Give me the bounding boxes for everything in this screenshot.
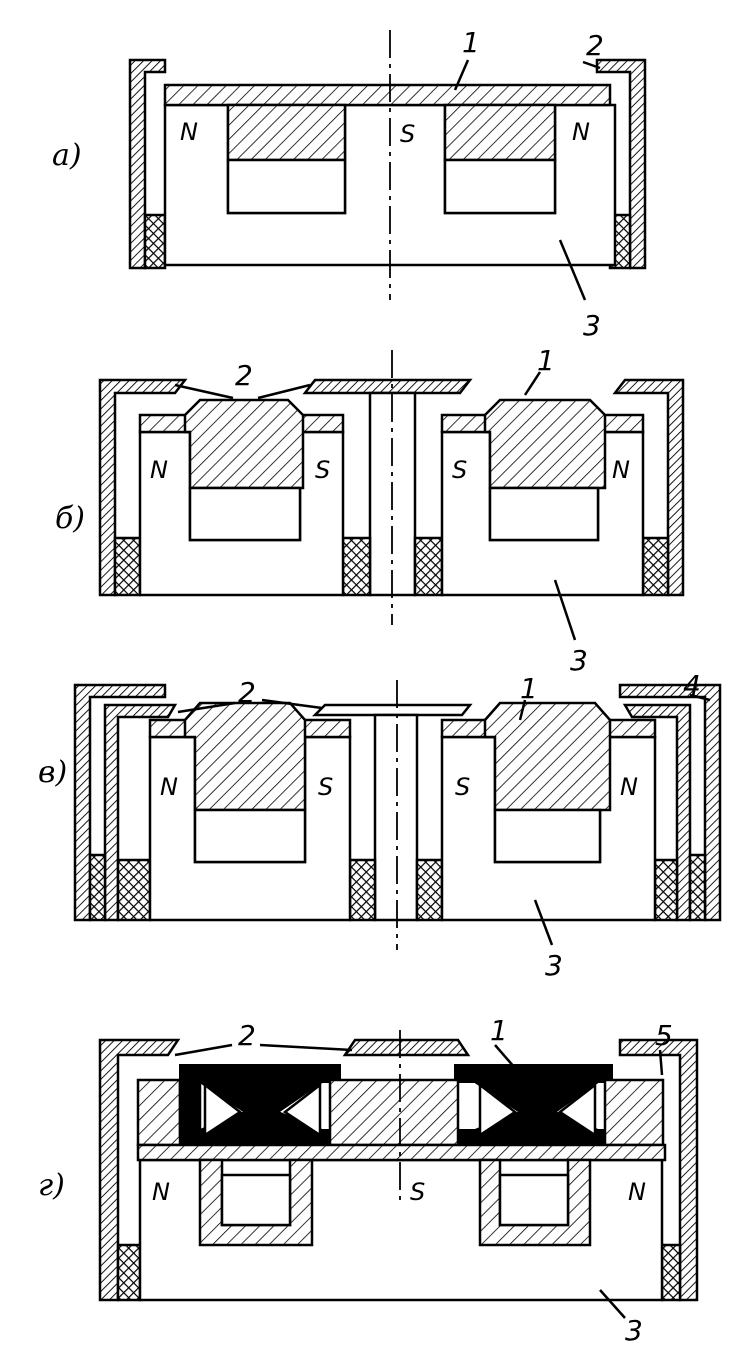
- housing-left: [128, 58, 167, 270]
- panel-b: б) 2 1 3 N S S N: [55, 344, 685, 677]
- diaphragm-cap: [302, 378, 473, 395]
- pole-s: S: [452, 456, 467, 484]
- coil-left: [143, 213, 167, 270]
- panel-a: а) 1 2 3 N S N: [52, 26, 647, 342]
- housing-left: [98, 378, 188, 597]
- pole-n: N: [572, 118, 590, 146]
- center-tube: [373, 713, 419, 922]
- callout-1: 1: [537, 344, 555, 377]
- top-plate: [163, 83, 612, 107]
- callout-3: 3: [625, 1314, 643, 1347]
- diaphragm-cap: [342, 1038, 471, 1057]
- callout-2: 2: [238, 1019, 256, 1052]
- panel-g: г) 2 1 5 3 N S N: [38, 1014, 699, 1347]
- pole-n: N: [160, 773, 178, 801]
- panel-v: в) 2 1 4 3 N S S N: [38, 669, 722, 982]
- pole-n: N: [152, 1178, 170, 1206]
- callout-4: 4: [683, 669, 701, 702]
- pole-n: N: [150, 456, 168, 484]
- panel-label: б): [55, 501, 85, 536]
- pole-n: N: [628, 1178, 646, 1206]
- callout-3: 3: [545, 949, 563, 982]
- panel-label: в): [38, 755, 67, 790]
- pole-piece-right: [443, 103, 557, 162]
- callout-1: 1: [490, 1014, 508, 1047]
- pole-n: N: [180, 118, 198, 146]
- panel-label: г): [38, 1168, 65, 1203]
- callout-1: 1: [520, 672, 538, 705]
- housing-outer-left: [73, 683, 167, 922]
- callout-2: 2: [238, 676, 256, 709]
- callout-5: 5: [655, 1019, 673, 1052]
- callout-1: 1: [462, 26, 480, 59]
- diaphragm-cap: [311, 703, 473, 717]
- top-plate: [136, 1143, 667, 1162]
- pole-s: S: [455, 773, 470, 801]
- pole-s: S: [400, 120, 415, 148]
- pole-s: S: [315, 456, 330, 484]
- pole-s: S: [318, 773, 333, 801]
- pole-n: N: [620, 773, 638, 801]
- callout-3: 3: [570, 644, 588, 677]
- callout-2: 2: [586, 29, 604, 62]
- callout-3: 3: [583, 309, 601, 342]
- housing-left: [98, 1038, 181, 1302]
- callout-2: 2: [235, 359, 253, 392]
- panel-label: а): [52, 138, 82, 173]
- pole-s: S: [410, 1178, 425, 1206]
- pole-piece-left: [226, 103, 347, 162]
- pole-n: N: [612, 456, 630, 484]
